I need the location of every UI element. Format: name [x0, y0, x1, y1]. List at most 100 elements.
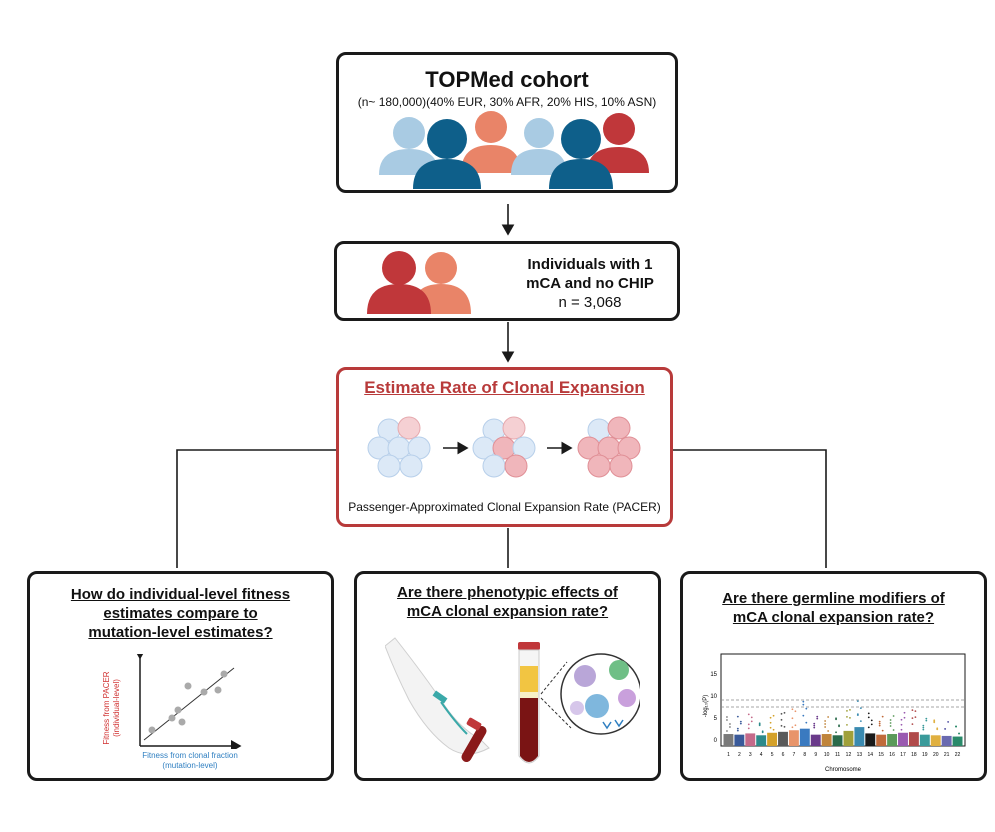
snp-point: [900, 728, 903, 731]
q3-line1: Are there germline modifiers of: [722, 590, 945, 607]
selection-count: n = 3,068: [558, 294, 622, 311]
snp-point: [835, 731, 837, 734]
snp-point: [726, 730, 728, 732]
chromosome-column: [919, 734, 930, 746]
cell-cluster-middle: [472, 416, 536, 478]
snp-point: [889, 722, 892, 724]
snp-point: [889, 719, 892, 721]
snp-point: [750, 716, 753, 719]
snp-point: [856, 700, 859, 702]
blood-tube-small-icon: [461, 717, 487, 762]
manhattan-points: [723, 700, 963, 746]
snp-point: [846, 723, 848, 726]
snp-point: [736, 715, 739, 718]
snp-point: [791, 726, 794, 729]
snp-point: [805, 707, 808, 710]
snp-point: [772, 728, 775, 731]
chromosome-column: [930, 735, 941, 746]
chromosome-tick-label: 6: [782, 752, 785, 758]
chromosome-column: [734, 734, 745, 746]
snp-point: [747, 727, 750, 730]
snp-point: [955, 725, 957, 728]
chromosome-column: [876, 734, 887, 746]
snp-point: [849, 708, 851, 711]
snp-point: [739, 720, 742, 723]
trend-line: [143, 667, 235, 741]
snp-point: [794, 724, 797, 727]
cohort-subtitle: (n~ 180,000)(40% EUR, 30% AFR, 20% HIS, …: [357, 95, 657, 109]
snp-point: [838, 725, 840, 728]
data-point: [178, 718, 186, 726]
chromosome-column: [821, 734, 832, 746]
snp-point: [813, 726, 816, 729]
blood-cells-magnified-icon: [560, 653, 640, 735]
snp-point: [878, 722, 881, 725]
snp-point: [726, 719, 728, 721]
chromosome-tick-label: 22: [955, 752, 961, 758]
snp-point: [914, 710, 917, 713]
chromosome-tick-label: 18: [911, 752, 917, 758]
person-icon: [367, 251, 431, 314]
estimate-title: Estimate Rate of Clonal Expansion: [364, 378, 645, 397]
selection-line1: Individuals with 1: [527, 256, 653, 273]
chromosome-column: [843, 730, 854, 746]
person-icon: [511, 118, 567, 175]
snp-point: [772, 714, 775, 717]
data-point: [200, 688, 208, 696]
chromosome-column: [908, 732, 919, 746]
data-point: [174, 706, 182, 714]
cell-cluster-initial: [367, 416, 431, 478]
chromosome-column: [941, 735, 952, 746]
snp-point: [805, 721, 808, 724]
snp-point: [780, 724, 783, 727]
person-icon: [461, 111, 521, 173]
snp-point: [922, 724, 925, 727]
scatter-ylabel: Fitness from PACER (individual-level): [102, 668, 122, 748]
chromosome-tick-label: 13: [857, 752, 863, 758]
snp-point: [758, 724, 761, 727]
chromosome-column: [788, 730, 799, 746]
snp-point: [944, 728, 947, 730]
chromosome-tick-label: 19: [922, 752, 928, 758]
snp-point: [900, 718, 903, 721]
snp-point: [867, 712, 870, 715]
chromosome-column: [767, 732, 778, 746]
snp-point: [925, 719, 928, 722]
scatter-plot: [134, 654, 242, 749]
snp-point: [859, 707, 862, 709]
q2-line1: Are there phenotypic effects of: [397, 584, 618, 601]
snp-point: [878, 724, 881, 727]
chromosome-tick-label: 15: [878, 752, 884, 758]
chromosome-tick-label: 11: [835, 752, 840, 758]
chromosome-column: [723, 734, 734, 746]
estimate-caption: Passenger-Approximated Clonal Expansion …: [348, 500, 661, 514]
snp-point: [922, 728, 925, 731]
two-people-icon: [367, 251, 471, 314]
snp-point: [958, 732, 960, 735]
snp-point: [900, 723, 903, 726]
data-point: [184, 682, 192, 690]
selection-line2: mCA and no CHIP: [526, 275, 654, 292]
scatter-xlabel-line2: (mutation-level): [162, 761, 218, 770]
data-point: [148, 726, 156, 734]
snp-point: [925, 717, 928, 720]
scatter-ylabel-line1: Fitness from PACER: [102, 671, 111, 745]
question2-box: Are there phenotypic effects of mCA clon…: [354, 571, 661, 781]
snp-point: [769, 716, 772, 719]
chromosome-tick-label: 9: [814, 752, 817, 758]
snp-point: [911, 717, 914, 720]
snp-point: [870, 719, 873, 722]
snp-point: [769, 721, 772, 724]
snp-point: [911, 723, 914, 726]
snp-point: [947, 721, 950, 723]
chromosome-tick-label: 2: [738, 752, 741, 758]
snp-point: [846, 715, 848, 718]
y-tick-label: 5: [714, 716, 718, 722]
chromosome-column: [854, 727, 865, 746]
branch-left: [176, 449, 337, 568]
data-point: [214, 686, 222, 694]
snp-point: [726, 716, 728, 718]
